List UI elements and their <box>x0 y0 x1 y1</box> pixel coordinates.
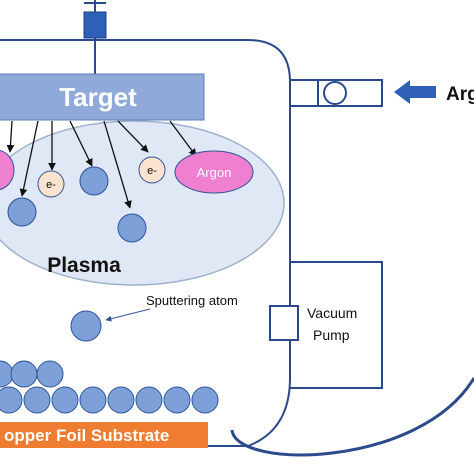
sputtering-atom-pointer <box>105 308 151 322</box>
atom-1 <box>79 166 109 196</box>
sputtering-atom-label: Sputtering atom <box>146 293 238 308</box>
vacuum-line <box>290 261 383 389</box>
deposit-atom <box>163 386 191 414</box>
argon-ion-label: Argon <box>197 165 232 180</box>
arrow-7 <box>169 120 197 157</box>
electron-1 <box>37 170 65 198</box>
arrow-1 <box>6 120 15 153</box>
argon-inlet-label: Arg <box>446 84 474 105</box>
exhaust-curve <box>230 377 474 457</box>
arrow-4 <box>69 120 93 167</box>
electron-1-label: e- <box>46 179 56 191</box>
arrow-6 <box>117 120 149 153</box>
vacuum-pump-label-2: Pump <box>313 327 350 343</box>
argon-ion <box>174 150 254 194</box>
deposit-atom <box>107 386 135 414</box>
sputtering-atom <box>70 310 102 342</box>
substrate-label: opper Foil Substrate <box>4 426 169 445</box>
target-block <box>0 73 205 121</box>
plasma-label: Plasma <box>47 254 121 277</box>
argon-ion-left <box>0 149 15 191</box>
vacuum-pump-label-1: Vacuum <box>307 305 357 321</box>
argon-inlet-arrow-icon <box>394 80 436 104</box>
target-label: Target <box>59 82 137 112</box>
deposit-atom <box>79 386 107 414</box>
arrow-2 <box>19 120 39 197</box>
top-valve <box>83 11 107 39</box>
atom-2 <box>7 197 37 227</box>
deposit-atom <box>23 386 51 414</box>
arrow-5 <box>103 120 132 209</box>
deposit-atom <box>10 360 38 388</box>
ion-arrows <box>6 120 197 209</box>
chamber-wall <box>0 39 291 447</box>
deposited-atoms <box>0 360 219 414</box>
argon-valve-icon <box>323 81 347 105</box>
substrate <box>0 422 208 448</box>
electron-2-label: e- <box>147 165 157 177</box>
atom-3 <box>117 213 147 243</box>
electron-2 <box>138 156 166 184</box>
deposit-atom <box>0 386 23 414</box>
deposit-atom <box>191 386 219 414</box>
deposit-atom <box>51 386 79 414</box>
deposit-atom <box>135 386 163 414</box>
vacuum-pump-box <box>269 305 299 341</box>
deposit-atom <box>36 360 64 388</box>
